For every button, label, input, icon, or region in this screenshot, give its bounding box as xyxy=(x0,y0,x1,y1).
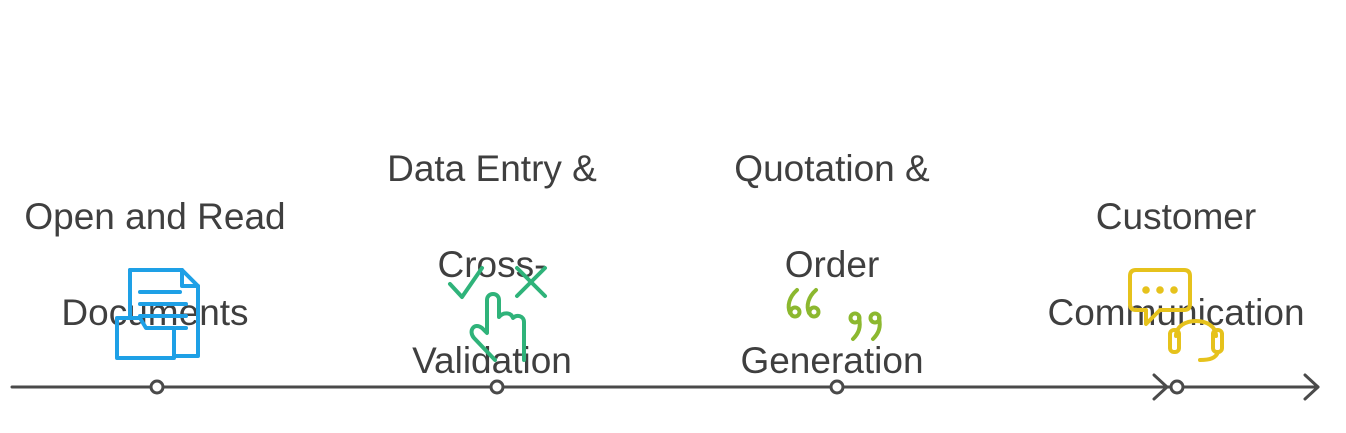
check-cross-hand-icon xyxy=(448,266,547,362)
step-4-label-line-1: Customer xyxy=(1095,196,1257,237)
step-2-label-line-3: Validation xyxy=(412,340,572,381)
step-3-label-line-1: Quotation & xyxy=(734,148,930,189)
quotation-marks-icon xyxy=(786,288,882,341)
step-4-label: Customer Communication xyxy=(1026,145,1326,385)
step-3-label: Quotation & Order Generation xyxy=(682,97,982,433)
step-1-label-line-1: Open and Read xyxy=(24,196,286,237)
step-4-label-line-2: Communication xyxy=(1047,292,1305,333)
step-3-label-line-3: Generation xyxy=(740,340,924,381)
step-2-label-line-1: Data Entry & xyxy=(387,148,597,189)
step-1-dot xyxy=(149,379,165,395)
step-3-label-line-2: Order xyxy=(784,244,880,285)
step-1-label: Open and Read Documents xyxy=(5,145,305,385)
chat-headset-icon xyxy=(1128,268,1224,362)
documents-folder-icon xyxy=(115,268,200,360)
step-2-label: Data Entry & Cross- Validation xyxy=(342,97,642,433)
step-2-dot xyxy=(489,379,505,395)
timeline-axis xyxy=(10,373,1320,401)
step-3-dot xyxy=(829,379,845,395)
step-4-dot xyxy=(1169,379,1185,395)
